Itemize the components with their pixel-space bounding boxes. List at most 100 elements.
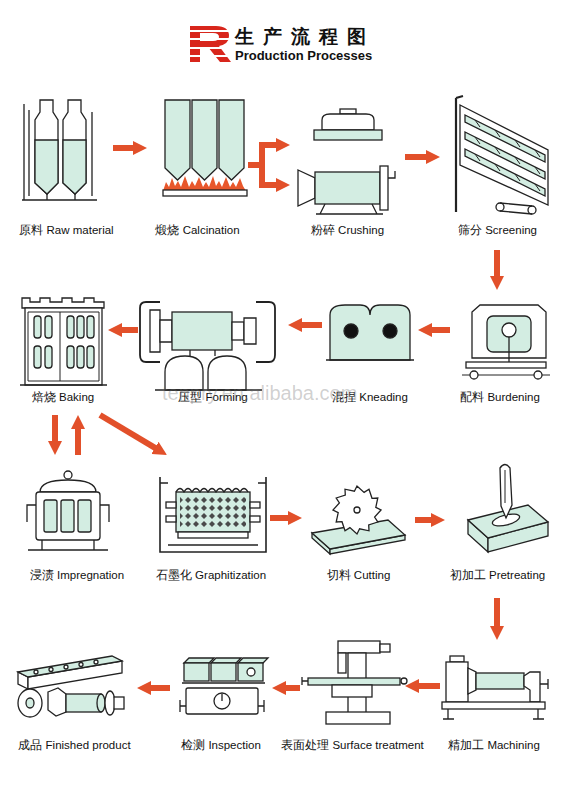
process-step: 煅烧 Calcination <box>147 95 248 250</box>
impregnation-vessel-part <box>36 492 100 540</box>
kneading-machine-part <box>383 324 397 338</box>
cutting-saw-part <box>333 486 381 534</box>
step-caption: 检测 Inspection <box>181 738 261 752</box>
flow-arrow <box>428 327 450 333</box>
finished-parts-part <box>48 688 66 716</box>
step-caption: 原料 Raw material <box>19 223 113 237</box>
calcination-kiln-part <box>165 100 190 180</box>
burdening-machine-part <box>470 371 478 379</box>
crushing-machines-part <box>322 114 374 130</box>
company-logo-part <box>186 55 234 57</box>
caption-row: 精加工 Machining <box>440 738 548 752</box>
forming-press-part <box>232 322 244 340</box>
step-caption: 焙烧 Baking <box>32 390 94 404</box>
graphitization-furnace-part <box>180 496 246 528</box>
crushing-machines-part <box>314 130 382 140</box>
flow-arrow <box>494 250 500 280</box>
burdening-machine-part <box>466 362 546 368</box>
baking-furnace-part <box>28 312 99 381</box>
step-caption: 精加工 Machining <box>448 738 540 752</box>
caption-row: 成品 Finished product <box>12 738 137 752</box>
burdening-machine-part <box>462 375 550 376</box>
crushing-machines-part <box>316 171 395 214</box>
calcination-kiln <box>163 100 247 196</box>
company-logo-part <box>186 47 234 49</box>
finished-parts-part <box>79 663 83 667</box>
inspection-gauge-part <box>247 668 255 676</box>
crushing-machines-part <box>315 172 380 204</box>
inspection-gauge-part <box>182 682 265 683</box>
forming-press-part <box>150 310 160 352</box>
forming-press-part <box>256 302 275 362</box>
calcination-kiln-part <box>219 100 244 180</box>
burdening-machine <box>462 305 550 379</box>
step-caption: 表面处理 Surface treatment <box>281 738 424 752</box>
caption-row: 配料 Burdening <box>450 390 550 404</box>
kneading-machine <box>326 305 414 360</box>
step-caption: 初加工 Pretreating <box>450 568 545 582</box>
step-caption: 筛分 Screening <box>458 223 537 237</box>
flow-arrow <box>270 515 292 521</box>
caption-row: 浸渍 Impregnation <box>22 568 132 582</box>
caption-row: 煅烧 Calcination <box>147 223 248 237</box>
subtitle: Production Processes <box>235 48 372 64</box>
crushing-machines-part <box>298 170 315 206</box>
graphitization-furnace-part <box>168 544 258 545</box>
raw-material-silos <box>22 100 97 200</box>
caption-row: 原料 Raw material <box>20 223 113 237</box>
forming-press-part <box>244 318 256 344</box>
process-step: 筛分 Screening <box>440 95 555 250</box>
inspection-gauge-part <box>238 663 263 681</box>
company-logo <box>186 26 234 62</box>
raw-material-silos-part <box>35 140 58 194</box>
process-step: 焙烧 Baking <box>18 290 108 415</box>
screening-machine-part <box>500 203 532 214</box>
step-caption: 成品 Finished product <box>18 738 130 752</box>
raw-material-silos-part <box>63 140 86 194</box>
flow-arrow <box>52 415 58 445</box>
lathe-machine-part <box>450 656 464 662</box>
crushing-machines <box>298 109 395 214</box>
lathe-machine-part <box>540 679 548 689</box>
caption-row: 切料 Cutting <box>302 568 415 582</box>
impregnation-vessel-part <box>64 471 72 479</box>
baking-furnace-part <box>34 346 41 368</box>
flow-arrow <box>75 425 81 455</box>
burdening-machine-part <box>534 371 542 379</box>
baking-furnace-part <box>77 346 84 368</box>
baking-furnace-part <box>34 316 41 338</box>
milling-machine <box>302 641 407 724</box>
process-step: 石墨化 Graphitization <box>152 455 270 598</box>
graphitization-furnace-part <box>166 502 176 508</box>
raw-material-silos-part <box>35 100 58 194</box>
impregnation-vessel-part <box>27 505 109 550</box>
finished-parts <box>18 656 124 717</box>
step-caption: 切料 Cutting <box>327 568 391 582</box>
impregnation-vessel-part <box>44 500 57 532</box>
kneading-machine-part <box>330 305 410 360</box>
screening-machine-part <box>475 120 540 191</box>
flow-arrow <box>405 154 430 160</box>
inspection-gauge-part <box>238 658 268 663</box>
process-step: 浸渍 Impregnation <box>22 455 132 598</box>
graphitization-furnace-part <box>166 516 176 522</box>
burdening-machine-part <box>508 337 509 362</box>
milling-machine-part <box>302 677 308 685</box>
company-logo-part <box>186 38 234 40</box>
graphitization-furnace-part <box>176 489 248 493</box>
diagram-title: 生产流程图 <box>235 25 375 47</box>
flow-arrow <box>415 517 435 523</box>
impregnation-vessel-part <box>78 500 91 532</box>
finished-parts-part <box>26 698 34 708</box>
inspection-gauge <box>180 658 268 714</box>
process-step: 成品 Finished product <box>12 640 137 758</box>
milling-machine-part <box>326 712 390 724</box>
finished-parts-part <box>114 697 124 709</box>
inspection-gauge-part <box>211 663 236 681</box>
raw-material-silos-part <box>47 194 75 200</box>
finished-parts-part <box>34 670 38 674</box>
caption-row: 焙烧 Baking <box>18 390 108 404</box>
process-step: 表面处理 Surface treatment <box>300 640 405 758</box>
cutting-saw-part <box>354 507 360 513</box>
